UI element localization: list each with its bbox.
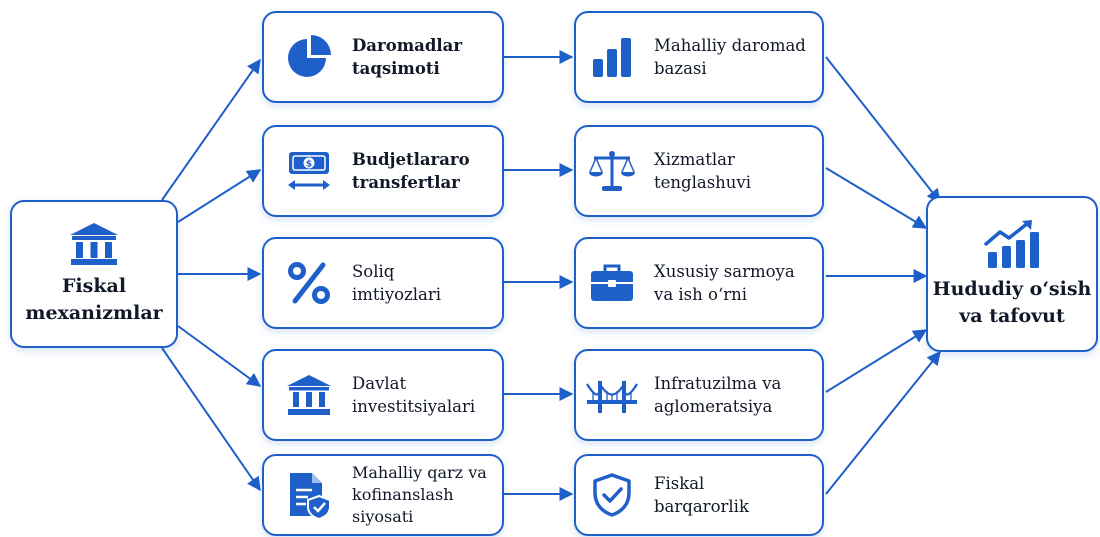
daromadlar-taqsimoti-node: Daromadlar taqsimoti <box>262 11 504 103</box>
result-label-line2: va tafovut <box>959 305 1065 327</box>
xizmatlar-line2: tenglashuvi <box>654 173 752 192</box>
budjetlararo-line2: transfertlar <box>352 173 460 192</box>
fiskal-label-line1: Fiskal <box>61 275 127 297</box>
arrow-mahalliy-to-result <box>825 56 941 204</box>
infratuzilma-line1: Infratuzilma va <box>654 374 782 393</box>
government-building-icon <box>278 373 340 417</box>
fiskal-label: Fiskal mexanizmlar <box>25 273 162 327</box>
daromadlar-line2: taqsimoti <box>352 59 440 78</box>
soliq-imtiyozlari-node: Soliq imtiyozlari <box>262 237 504 329</box>
arrow-fiskal-to-davlat <box>177 325 262 387</box>
scales-icon <box>584 148 640 194</box>
xususiy-sarmoya-node: Xususiy sarmoya va ish o‘rni <box>574 237 824 329</box>
arrow-fiskal-to-qarz <box>161 347 261 492</box>
qarz-line1: Mahalliy qarz va <box>352 463 487 482</box>
qarz-line2: kofinanslash siyosati <box>352 485 454 526</box>
infratuzilma-node: Infratuzilma va aglomeratsiya <box>574 349 824 441</box>
bar-chart-icon <box>584 35 640 79</box>
davlat-line1: Davlat <box>352 374 407 393</box>
soliq-line1: Soliq <box>352 262 395 281</box>
xususiy-line2: va ish o‘rni <box>654 285 747 304</box>
growth-chart-icon <box>982 218 1042 270</box>
fiskal-label-line2: mexanizmlar <box>25 302 163 324</box>
svg-text:$: $ <box>306 160 312 170</box>
mahalliy-qarz-node: Mahalliy qarz va kofinanslash siyosati <box>262 454 504 536</box>
daromadlar-line1: Daromadlar <box>352 36 463 55</box>
arrow-infratuzilma-to-result <box>825 329 928 393</box>
mahalliy-daromad-line2: bazasi <box>654 59 707 78</box>
bridge-icon <box>584 375 640 415</box>
mahalliy-daromad-line1: Mahalliy daromad <box>654 36 806 55</box>
arrow-barqarorlik-to-result <box>825 350 941 495</box>
barqarorlik-line1: Fiskal <box>654 474 705 493</box>
infratuzilma-line2: aglomeratsiya <box>654 397 773 416</box>
davlat-line2: investitsiyalari <box>352 397 476 416</box>
document-shield-icon <box>278 470 340 520</box>
result-label-line1: Hududiy o‘sish <box>932 278 1092 300</box>
davlat-investitsiyalari-node: Davlat investitsiyalari <box>262 349 504 441</box>
xizmatlar-line1: Xizmatlar <box>654 150 735 169</box>
briefcase-icon <box>584 262 640 304</box>
arrow-fiskal-to-daromadlar <box>161 58 261 201</box>
percent-icon <box>278 260 340 306</box>
arrow-fiskal-to-budjetlararo <box>177 169 262 223</box>
money-transfer-icon: $ <box>278 147 340 195</box>
barqarorlik-line2: barqarorlik <box>654 497 749 516</box>
budjetlararo-transfertlar-node: $ Budjetlararo transfertlar <box>262 125 504 217</box>
arrow-xizmatlar-to-result <box>825 167 928 229</box>
xizmatlar-tenglashuvi-node: Xizmatlar tenglashuvi <box>574 125 824 217</box>
fiskal-mexanizmlar-node: Fiskal mexanizmlar <box>10 200 178 348</box>
budjetlararo-line1: Budjetlararo <box>352 150 470 169</box>
hududiy-osish-node: Hududiy o‘sish va tafovut <box>926 196 1098 352</box>
pie-chart-icon <box>278 33 340 81</box>
result-label: Hududiy o‘sish va tafovut <box>933 276 1092 330</box>
bank-icon <box>68 221 120 267</box>
xususiy-line1: Xususiy sarmoya <box>654 262 795 281</box>
fiskal-barqarorlik-node: Fiskal barqarorlik <box>574 454 824 536</box>
shield-check-icon <box>584 472 640 518</box>
soliq-line2: imtiyozlari <box>352 285 442 304</box>
mahalliy-daromad-bazasi-node: Mahalliy daromad bazasi <box>574 11 824 103</box>
